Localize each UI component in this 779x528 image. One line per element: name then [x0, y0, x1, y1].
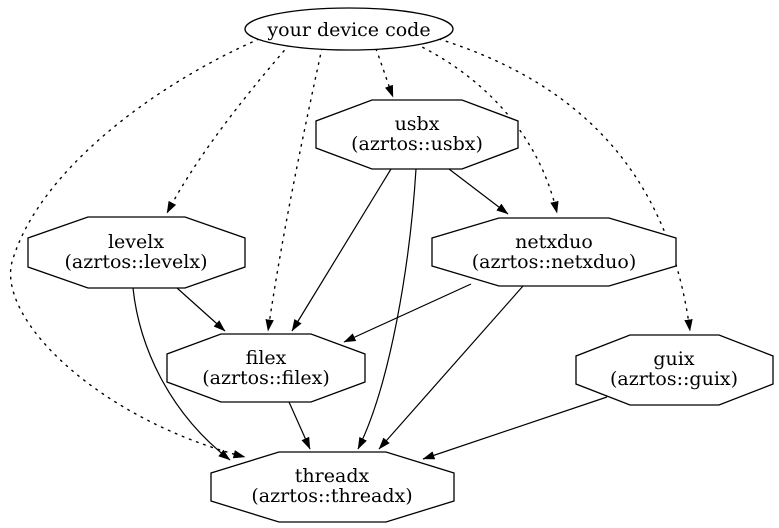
- edge-netxduo-threadx: [378, 285, 524, 450]
- node-threadx: threadx (azrtos::threadx): [210, 451, 455, 523]
- node-label: threadx: [295, 465, 370, 487]
- node-label: netxduo: [515, 231, 593, 253]
- filex-octagon-shape: [166, 333, 366, 403]
- edge-guix-threadx: [422, 396, 608, 460]
- node-label: your device code: [266, 19, 430, 41]
- edge-device-usbx: [375, 48, 394, 98]
- edge-levelx-filex: [176, 287, 226, 332]
- node-device: your device code: [244, 7, 454, 51]
- node-label: usbx: [395, 113, 440, 135]
- usbx-octagon-shape: [315, 99, 519, 170]
- guix-octagon-shape: [575, 334, 774, 406]
- node-sublabel: (azrtos::threadx): [251, 485, 412, 507]
- edge-device-guix: [438, 38, 693, 332]
- node-sublabel: (azrtos::filex): [202, 367, 330, 389]
- node-netxduo: netxduo (azrtos::netxduo): [431, 217, 677, 287]
- device-ellipse-shape: [244, 7, 454, 51]
- node-filex: filex (azrtos::filex): [166, 333, 366, 403]
- edge-usbx-threadx: [357, 168, 417, 450]
- edge-device-levelx: [166, 44, 290, 214]
- edge-usbx-filex: [291, 168, 392, 332]
- nodes-layer: your device code usbx (azrtos::usbx) lev…: [27, 7, 774, 523]
- edge-usbx-netxduo: [448, 168, 509, 215]
- node-sublabel: (azrtos::guix): [610, 368, 738, 390]
- edge-filex-threadx: [288, 401, 311, 450]
- node-label: filex: [246, 347, 287, 369]
- levelx-octagon-shape: [27, 216, 246, 289]
- node-levelx: levelx (azrtos::levelx): [27, 216, 246, 289]
- node-sublabel: (azrtos::usbx): [351, 133, 483, 155]
- node-guix: guix (azrtos::guix): [575, 334, 774, 406]
- threadx-octagon-shape: [210, 451, 455, 523]
- edge-device-threadx: [9, 38, 260, 459]
- node-sublabel: (azrtos::netxduo): [472, 251, 637, 273]
- edge-levelx-threadx: [132, 287, 231, 461]
- edge-device-filex: [265, 47, 323, 332]
- node-label: levelx: [108, 231, 164, 253]
- node-usbx: usbx (azrtos::usbx): [315, 99, 519, 170]
- node-label: guix: [653, 348, 694, 370]
- node-sublabel: (azrtos::levelx): [65, 251, 208, 273]
- edges-layer: [9, 38, 693, 461]
- edge-netxduo-filex: [343, 283, 472, 343]
- netxduo-octagon-shape: [431, 217, 677, 287]
